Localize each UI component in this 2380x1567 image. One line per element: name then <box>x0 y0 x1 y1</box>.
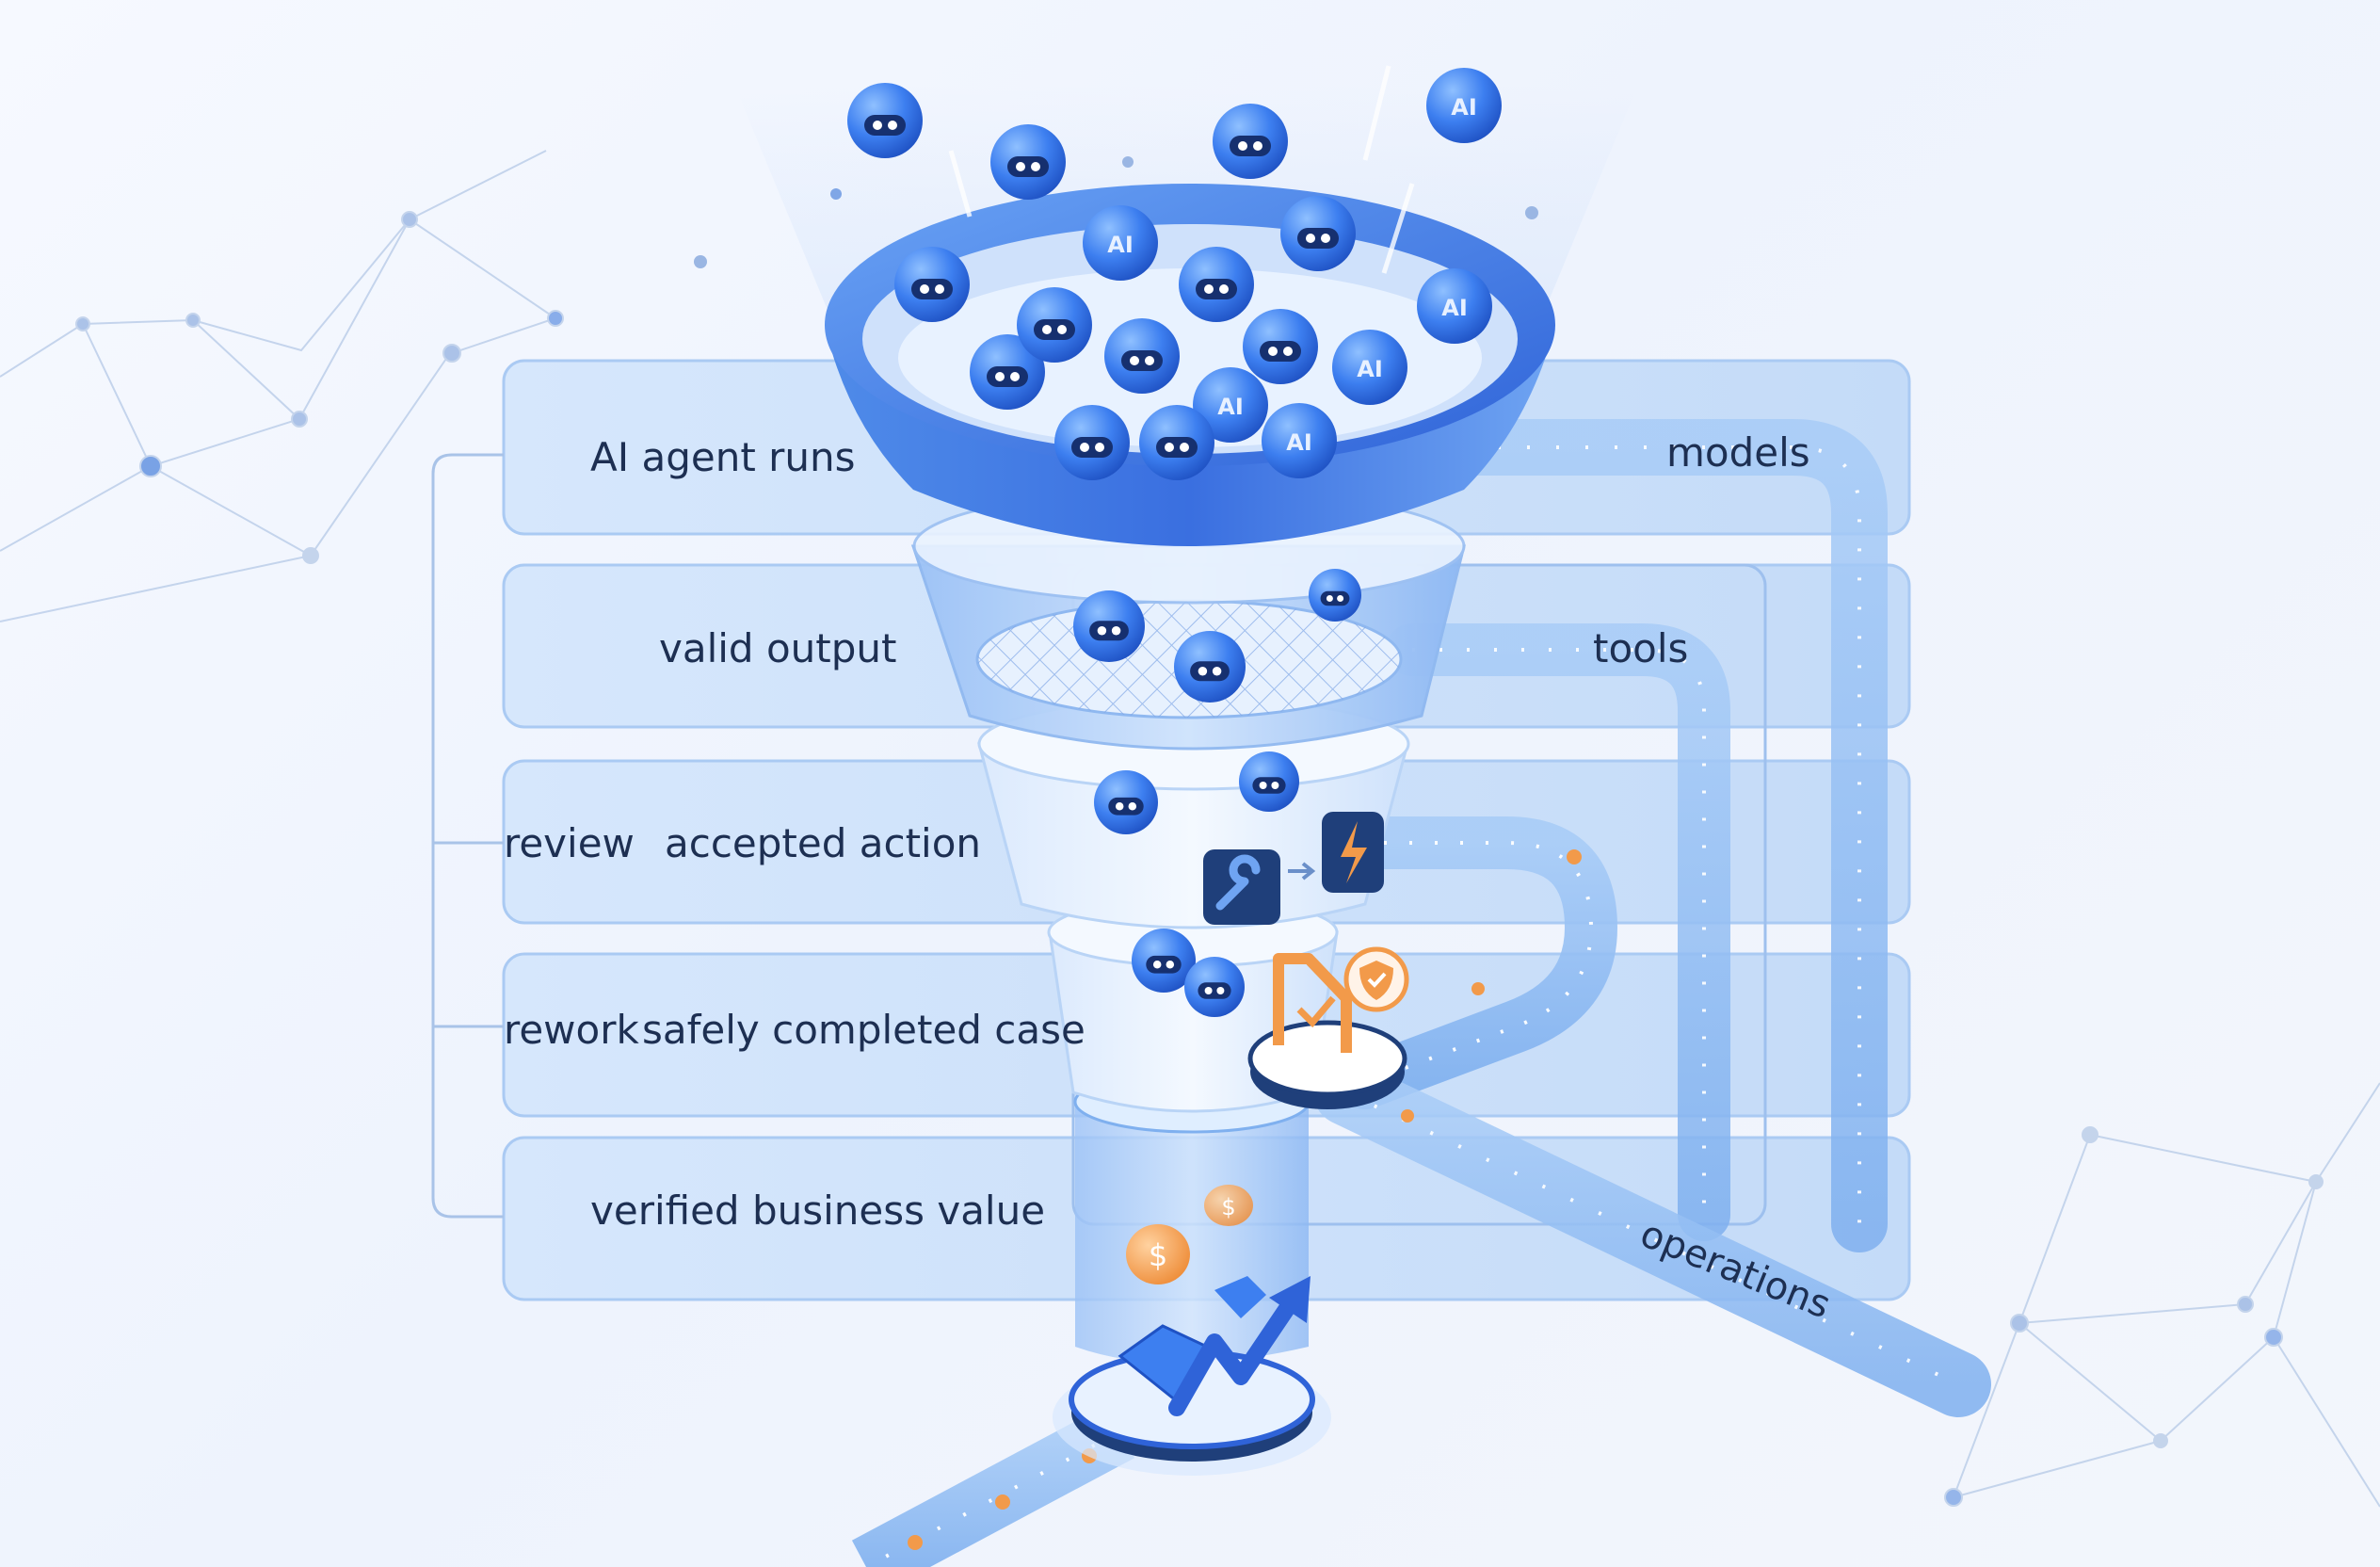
safety-gate <box>1247 946 1409 1109</box>
review-label: review <box>504 820 635 866</box>
tools-pipe <box>1386 623 1730 1241</box>
funnel-stage-runs <box>825 184 1555 546</box>
agent-balls-incoming <box>694 65 1538 274</box>
svg-text:$: $ <box>1149 1237 1167 1273</box>
stage-label-completed-case: safely completed case <box>642 1007 1085 1053</box>
tools-label: tools <box>1593 625 1689 671</box>
feedback-loop-bracket <box>431 453 504 1219</box>
trend-arrow-icon <box>1168 1276 1311 1416</box>
models-pipe <box>1440 419 1888 1252</box>
stage-label-business-value: verified business value <box>590 1187 1046 1234</box>
bolt-icon <box>1322 812 1384 893</box>
network-background-right <box>1944 1082 2380 1508</box>
operations-pipe <box>1313 1059 1991 1417</box>
rework-label: rework <box>504 1007 639 1053</box>
svg-text:$: $ <box>1221 1194 1235 1220</box>
value-tokens: $ $ <box>1126 1185 1266 1318</box>
network-background-left <box>0 150 564 622</box>
wrench-icon <box>1203 849 1280 925</box>
value-platform <box>1053 1276 1331 1476</box>
models-label: models <box>1666 429 1810 476</box>
action-pipe <box>1339 816 1618 1109</box>
action-icons <box>1203 812 1384 925</box>
gem-icon <box>1214 1276 1266 1318</box>
stage-label-accepted-action: accepted action <box>665 820 982 866</box>
stage-label-agent-runs: AI agent runs <box>590 434 856 480</box>
coin-icon: $ <box>1126 1224 1190 1284</box>
coin-icon: $ <box>1204 1185 1253 1226</box>
shield-icon <box>1343 946 1409 1012</box>
stage-label-valid-output: valid output <box>659 625 897 671</box>
